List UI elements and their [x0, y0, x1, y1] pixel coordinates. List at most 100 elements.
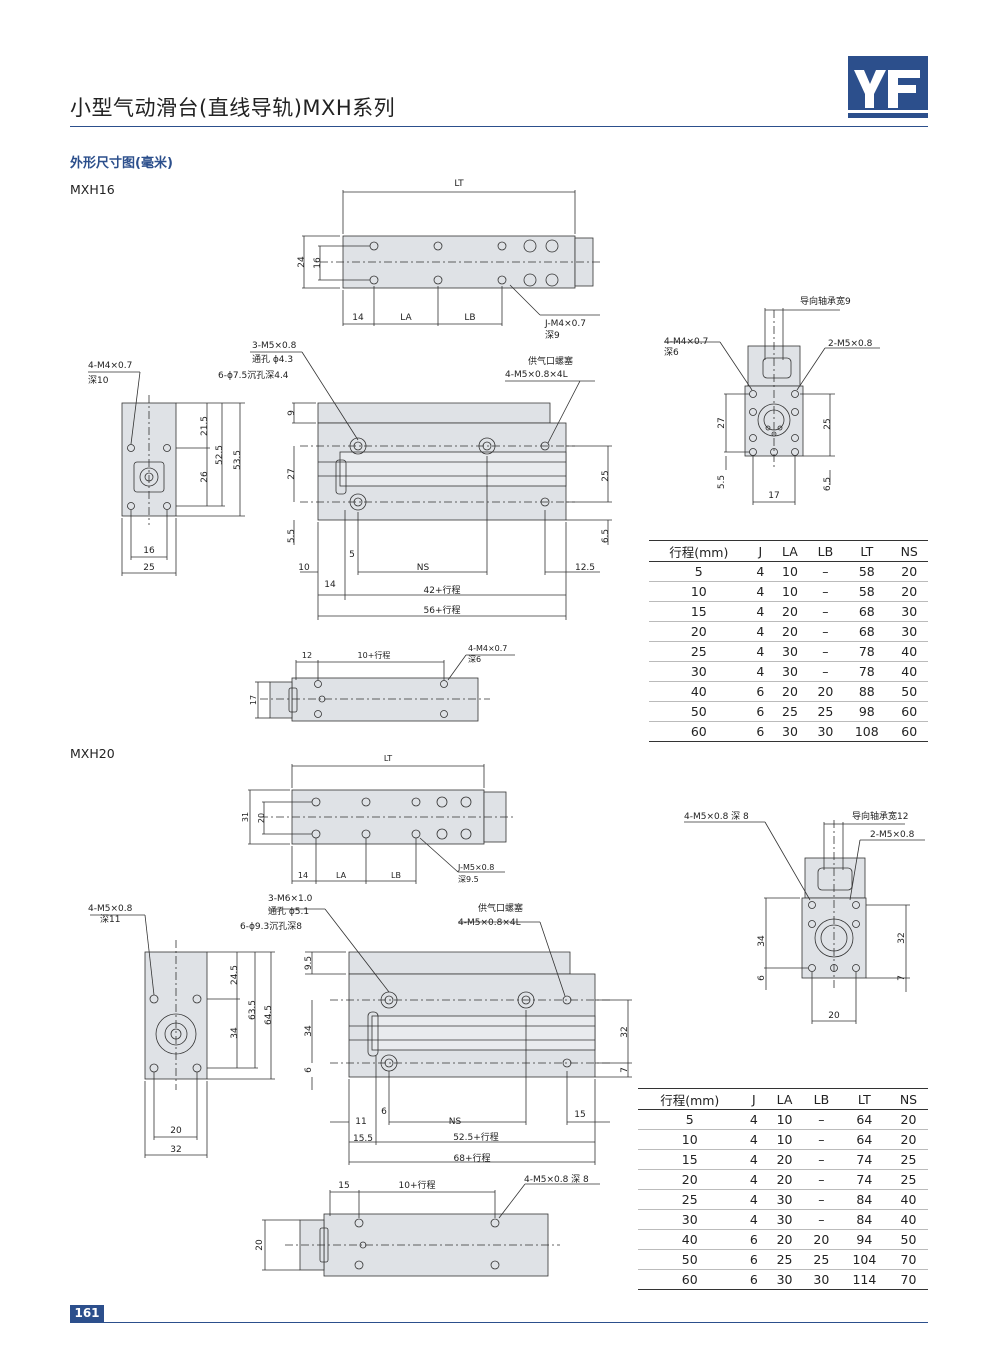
note-mount-1-20: 3-M6×1.0 [268, 894, 313, 904]
table-cell: 10 [638, 1129, 742, 1150]
table-cell: 40 [890, 661, 928, 682]
dim-7r: 7 [620, 1067, 630, 1073]
dim-17: 17 [249, 695, 258, 705]
table-cell: 60 [649, 721, 749, 742]
table-cell: 30 [772, 641, 808, 662]
dim-10-stroke-20: 10+行程 [399, 1179, 436, 1191]
table-cell: 4 [741, 1109, 767, 1130]
table-cell: 20 [888, 1129, 928, 1150]
dim-42-stroke: 42+行程 [424, 584, 461, 596]
table-header-cell: NS [888, 1088, 928, 1110]
table-header-cell: NS [890, 540, 928, 562]
table-header-cell: J [741, 1088, 767, 1110]
dim-21-5: 21.5 [200, 416, 210, 436]
dim-16: 16 [313, 257, 323, 269]
note-side-depth-20: 深11 [100, 914, 120, 925]
dim-5-5: 5.5 [287, 529, 297, 543]
dim-20-b: 20 [255, 1239, 265, 1251]
note-mount-2-20: 通孔 ϕ5.1 [268, 906, 309, 917]
mxh16-right-view [664, 308, 880, 505]
mxh20-front-view [268, 908, 632, 1165]
table-cell: 30 [772, 721, 808, 742]
table-cell: – [807, 601, 844, 622]
table-header-cell: LB [802, 1088, 840, 1110]
table-cell: 60 [638, 1269, 742, 1290]
table-cell: 20 [772, 601, 808, 622]
mxh16-left-view [88, 371, 245, 576]
note-mount-3-20: 6-ϕ9.3沉孔深8 [240, 921, 302, 932]
model-label-mxh20: MXH20 [70, 746, 115, 761]
note-port-2: 4-M5×0.8×4L [505, 370, 568, 380]
dim-14-20: 14 [298, 871, 308, 880]
table-cell: 20 [807, 681, 844, 702]
table-cell: 20 [638, 1169, 742, 1190]
dim-9-5: 9.5 [304, 956, 314, 970]
table-cell: 64 [839, 1129, 889, 1150]
table-cell: 20 [888, 1109, 928, 1130]
note-end-thread-20: 4-M5×0.8 深 8 [684, 811, 749, 822]
page-title: 小型气动滑台(直线导轨)MXH系列 [70, 96, 396, 120]
table-cell: 10 [649, 581, 749, 602]
mxh20-top-view [248, 764, 515, 884]
table-cell: 20 [802, 1229, 840, 1250]
note-bottom-depth: 深6 [468, 655, 481, 664]
dim-68-stroke: 68+行程 [454, 1152, 491, 1164]
table-cell: 20 [766, 1149, 803, 1170]
table-cell: – [807, 621, 844, 642]
table-header-cell: LB [807, 540, 844, 562]
table-cell: 6 [748, 681, 773, 702]
table-cell: 20 [766, 1229, 803, 1250]
table-cell: 84 [839, 1209, 889, 1230]
note-side-thread: 4-M4×0.7 [88, 361, 132, 371]
table-header-cell: J [748, 540, 773, 562]
note-end-m5: 2-M5×0.8 [828, 339, 873, 349]
table-cell: 98 [843, 701, 891, 722]
table-cell: 4 [748, 561, 773, 582]
table-cell: 15 [638, 1149, 742, 1170]
note-end-depth: 深6 [664, 347, 679, 358]
dim-15: 15 [574, 1110, 585, 1120]
mxh16-top-view [302, 190, 600, 326]
dim-12-5: 12.5 [575, 563, 595, 573]
dim-lb: LB [464, 313, 475, 323]
table-cell: 4 [748, 621, 773, 642]
table-cell: 50 [888, 1229, 928, 1250]
table-cell: – [807, 581, 844, 602]
table-cell: 4 [748, 661, 773, 682]
table-cell: 30 [890, 621, 928, 642]
dim-end-17: 17 [768, 491, 779, 501]
table-cell: 10 [766, 1129, 803, 1150]
dim-12: 12 [302, 651, 312, 660]
dim-14b: 14 [324, 580, 336, 590]
dim-end-6-5: 6.5 [823, 477, 833, 491]
table-cell: 5 [638, 1109, 742, 1130]
dim-16w: 16 [143, 546, 155, 556]
dim-14: 14 [352, 313, 364, 323]
note-port-1: 供气口螺塞 [528, 355, 573, 367]
table-cell: 10 [772, 581, 808, 602]
table-cell: 25 [802, 1249, 840, 1270]
table-cell: – [802, 1129, 840, 1150]
section-title: 外形尺寸图(毫米) [70, 156, 173, 171]
table-cell: 104 [839, 1249, 889, 1270]
dim-56-stroke: 56+行程 [424, 604, 461, 616]
table-cell: – [802, 1149, 840, 1170]
model-label-mxh16: MXH16 [70, 182, 115, 197]
mxh20-bottom-view [262, 1183, 600, 1277]
table-cell: 74 [839, 1169, 889, 1190]
dim-ns-20: NS [449, 1117, 462, 1127]
table-header-cell: LT [843, 540, 891, 562]
table-cell: 4 [741, 1169, 767, 1190]
dim-9: 9 [287, 410, 297, 416]
note-bottom-thread: 4-M4×0.7 [468, 644, 507, 653]
dim-34v: 34 [304, 1025, 314, 1037]
table-cell: 64 [839, 1109, 889, 1130]
